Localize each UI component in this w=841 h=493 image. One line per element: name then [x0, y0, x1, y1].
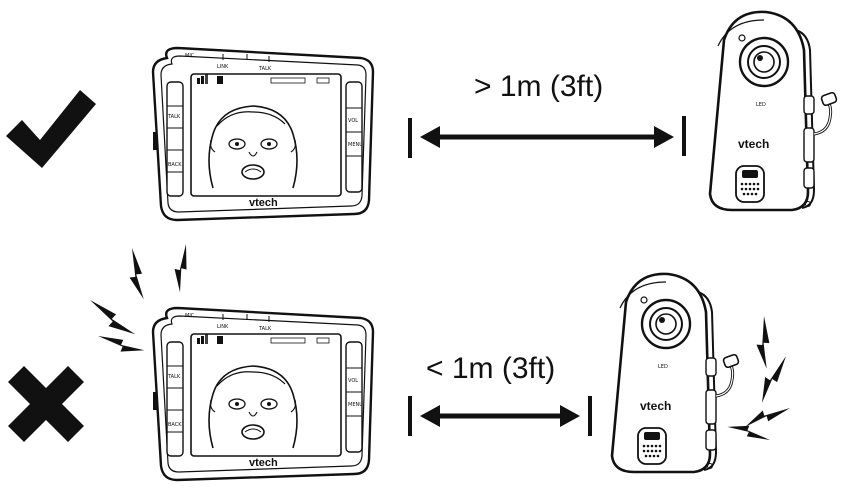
- parent-button-talk: TALK: [167, 114, 181, 120]
- lightning-bolt-icon: [116, 248, 159, 300]
- cross-mark-icon: [8, 366, 84, 442]
- parent-button-menu: MENU: [348, 142, 363, 148]
- lightning-bolt-icon: [747, 356, 801, 403]
- distance-label: < 1m (3ft): [426, 352, 555, 385]
- parent-mic-label: MIC: [185, 53, 195, 59]
- camera-unit: LED vtech: [610, 272, 741, 474]
- arrow-right-icon: [560, 405, 580, 427]
- parent-unit: MIC LINK TALK TALK BACK VOL MENU vtech: [151, 306, 375, 482]
- row-incorrect: MIC LINK TALK TALK BACK VOL MENU vtech <…: [8, 244, 801, 482]
- parent-button-vol: VOL: [348, 378, 358, 384]
- parent-brand-logo: vtech: [249, 457, 278, 469]
- camera-brand-logo: vtech: [738, 137, 769, 151]
- parent-button-back: BACK: [168, 162, 182, 168]
- lightning-bolt-icon: [741, 316, 789, 369]
- distance-indicator-far: > 1m (3ft): [408, 70, 686, 158]
- parent-unit: MIC LINK TALK TALK BACK VOL MENU vtech: [151, 46, 375, 222]
- parent-mic-label: MIC: [185, 313, 195, 319]
- distance-label: > 1m (3ft): [474, 70, 603, 103]
- parent-top-label-link: LINK: [217, 64, 229, 70]
- arrow-left-icon: [420, 405, 440, 427]
- lightning-bolt-icon: [159, 244, 207, 293]
- parent-button-menu: MENU: [348, 402, 363, 408]
- lightning-bolt-icon: [727, 411, 770, 456]
- camera-led-label: LED: [756, 102, 766, 108]
- lightning-bolt-icon: [745, 400, 790, 434]
- lightning-bolt-icon: [90, 289, 136, 345]
- arrow-right-icon: [654, 126, 674, 148]
- arrow-left-icon: [420, 126, 440, 148]
- parent-button-vol: VOL: [348, 118, 358, 124]
- check-mark-icon: [6, 90, 96, 168]
- camera-brand-logo: vtech: [640, 399, 671, 413]
- camera-unit: LED vtech: [708, 10, 839, 212]
- parent-top-label-talk: TALK: [258, 326, 272, 332]
- parent-top-label-talk: TALK: [258, 66, 272, 72]
- distance-indicator-near: < 1m (3ft): [408, 352, 592, 436]
- parent-button-talk: TALK: [167, 374, 181, 380]
- camera-led-label: LED: [658, 364, 668, 370]
- row-correct: MIC LINK TALK TALK BACK VOL MENU vtech >…: [6, 10, 839, 222]
- interference-bolts-right: [727, 316, 801, 456]
- parent-top-label-link: LINK: [217, 324, 229, 330]
- parent-brand-logo: vtech: [249, 197, 278, 209]
- parent-button-back: BACK: [168, 422, 182, 428]
